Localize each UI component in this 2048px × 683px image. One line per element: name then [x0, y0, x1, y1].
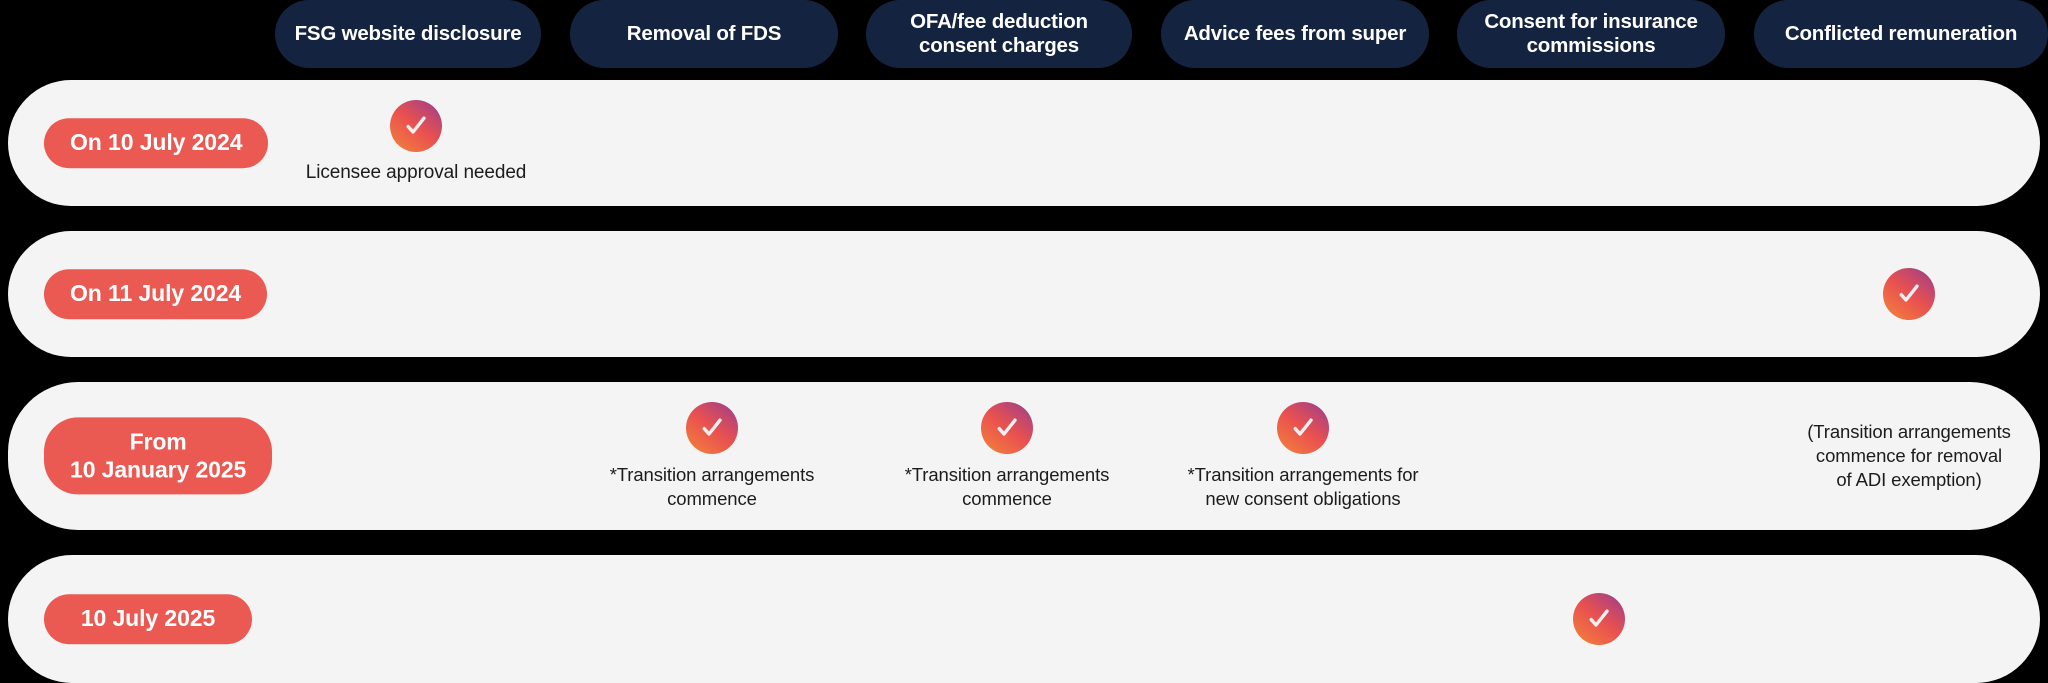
date-badge-label: On 11 July 2024 [70, 280, 242, 307]
column-header-advice-fees-from-super[interactable]: Advice fees from super [1161, 0, 1429, 68]
timeline-row-on-11-july-2024: On 11 July 2024 [8, 231, 2040, 357]
date-badge-label: 10 July 2025 [80, 605, 216, 632]
column-header-fsg-website-disclosure[interactable]: FSG website disclosure [275, 0, 541, 68]
column-header-row: FSG website disclosure Removal of FDS OFA/… [0, 0, 2048, 68]
column-header-consent-for-insurance-commissions[interactable]: Consent for insurance commissions [1457, 0, 1725, 68]
cell-on-11-july-2024-conflicted-remuneration [1762, 231, 2048, 357]
cell-content: *Transition arrangements commence [904, 401, 1110, 510]
cell-content: (Transition arrangements commence for re… [1807, 420, 2011, 491]
cell-content: Licensee approval needed [305, 100, 527, 185]
date-badge-label: On 10 July 2024 [70, 129, 243, 156]
check-icon [1573, 593, 1625, 645]
cell-on-10-july-2024-fsg-website-disclosure: Licensee approval needed [283, 80, 549, 206]
check-icon [1883, 268, 1935, 320]
cell-content: *Transition arrangements commence [609, 401, 815, 510]
check-icon [390, 100, 442, 153]
column-header-removal-of-fds[interactable]: Removal of FDS [570, 0, 838, 68]
column-header-label: OFA/fee deduction consent charges [910, 10, 1088, 57]
timeline-row-10-july-2025: 10 July 2025 [8, 555, 2040, 683]
cell-content: *Transition arrangements for new consent… [1187, 401, 1419, 510]
cell-caption: *Transition arrangements for new consent… [1187, 463, 1419, 509]
check-icon [981, 401, 1033, 454]
timeline-row-from-10-january-2025: From 10 January 2025 *Transition arrangem… [8, 382, 2040, 530]
column-header-label: FSG website disclosure [294, 22, 522, 45]
check-icon [1276, 401, 1329, 454]
column-header-ofa-fee-deduction-consent-charges[interactable]: OFA/fee deduction consent charges [866, 0, 1132, 68]
cell-content [1883, 268, 1935, 320]
cell-caption: *Transition arrangements commence [609, 463, 815, 509]
cell-from-10-january-2025-advice-fees-from-super: *Transition arrangements for new consent… [1169, 382, 1437, 530]
cell-from-10-january-2025-conflicted-remuneration: (Transition arrangements commence for re… [1762, 382, 2048, 530]
cell-caption: *Transition arrangements commence [904, 463, 1110, 509]
cell-content [1573, 593, 1625, 645]
cell-caption: (Transition arrangements commence for re… [1807, 421, 2011, 490]
column-header-label: Advice fees from super [1183, 22, 1407, 45]
check-icon [686, 401, 738, 454]
cell-from-10-january-2025-removal-of-fds: *Transition arrangements commence [578, 382, 846, 530]
date-badge-label: From 10 January 2025 [70, 428, 247, 482]
column-header-label: Removal of FDS [626, 22, 782, 45]
date-badge-on-10-july-2024[interactable]: On 10 July 2024 [44, 118, 269, 168]
cell-from-10-january-2025-ofa-fee-deduction-consent-charges: *Transition arrangements commence [874, 382, 1140, 530]
column-header-conflicted-remuneration[interactable]: Conflicted remuneration [1754, 0, 2048, 68]
date-badge-on-11-july-2024[interactable]: On 11 July 2024 [44, 269, 268, 319]
cell-10-july-2025-consent-for-insurance-commissions [1465, 555, 1733, 683]
date-badge-from-10-january-2025[interactable]: From 10 January 2025 [44, 417, 273, 495]
date-badge-10-july-2025[interactable]: 10 July 2025 [44, 594, 252, 644]
column-header-label: Consent for insurance commissions [1484, 10, 1698, 57]
column-header-label: Conflicted remuneration [1784, 22, 2018, 45]
cell-caption: Licensee approval needed [305, 162, 527, 184]
